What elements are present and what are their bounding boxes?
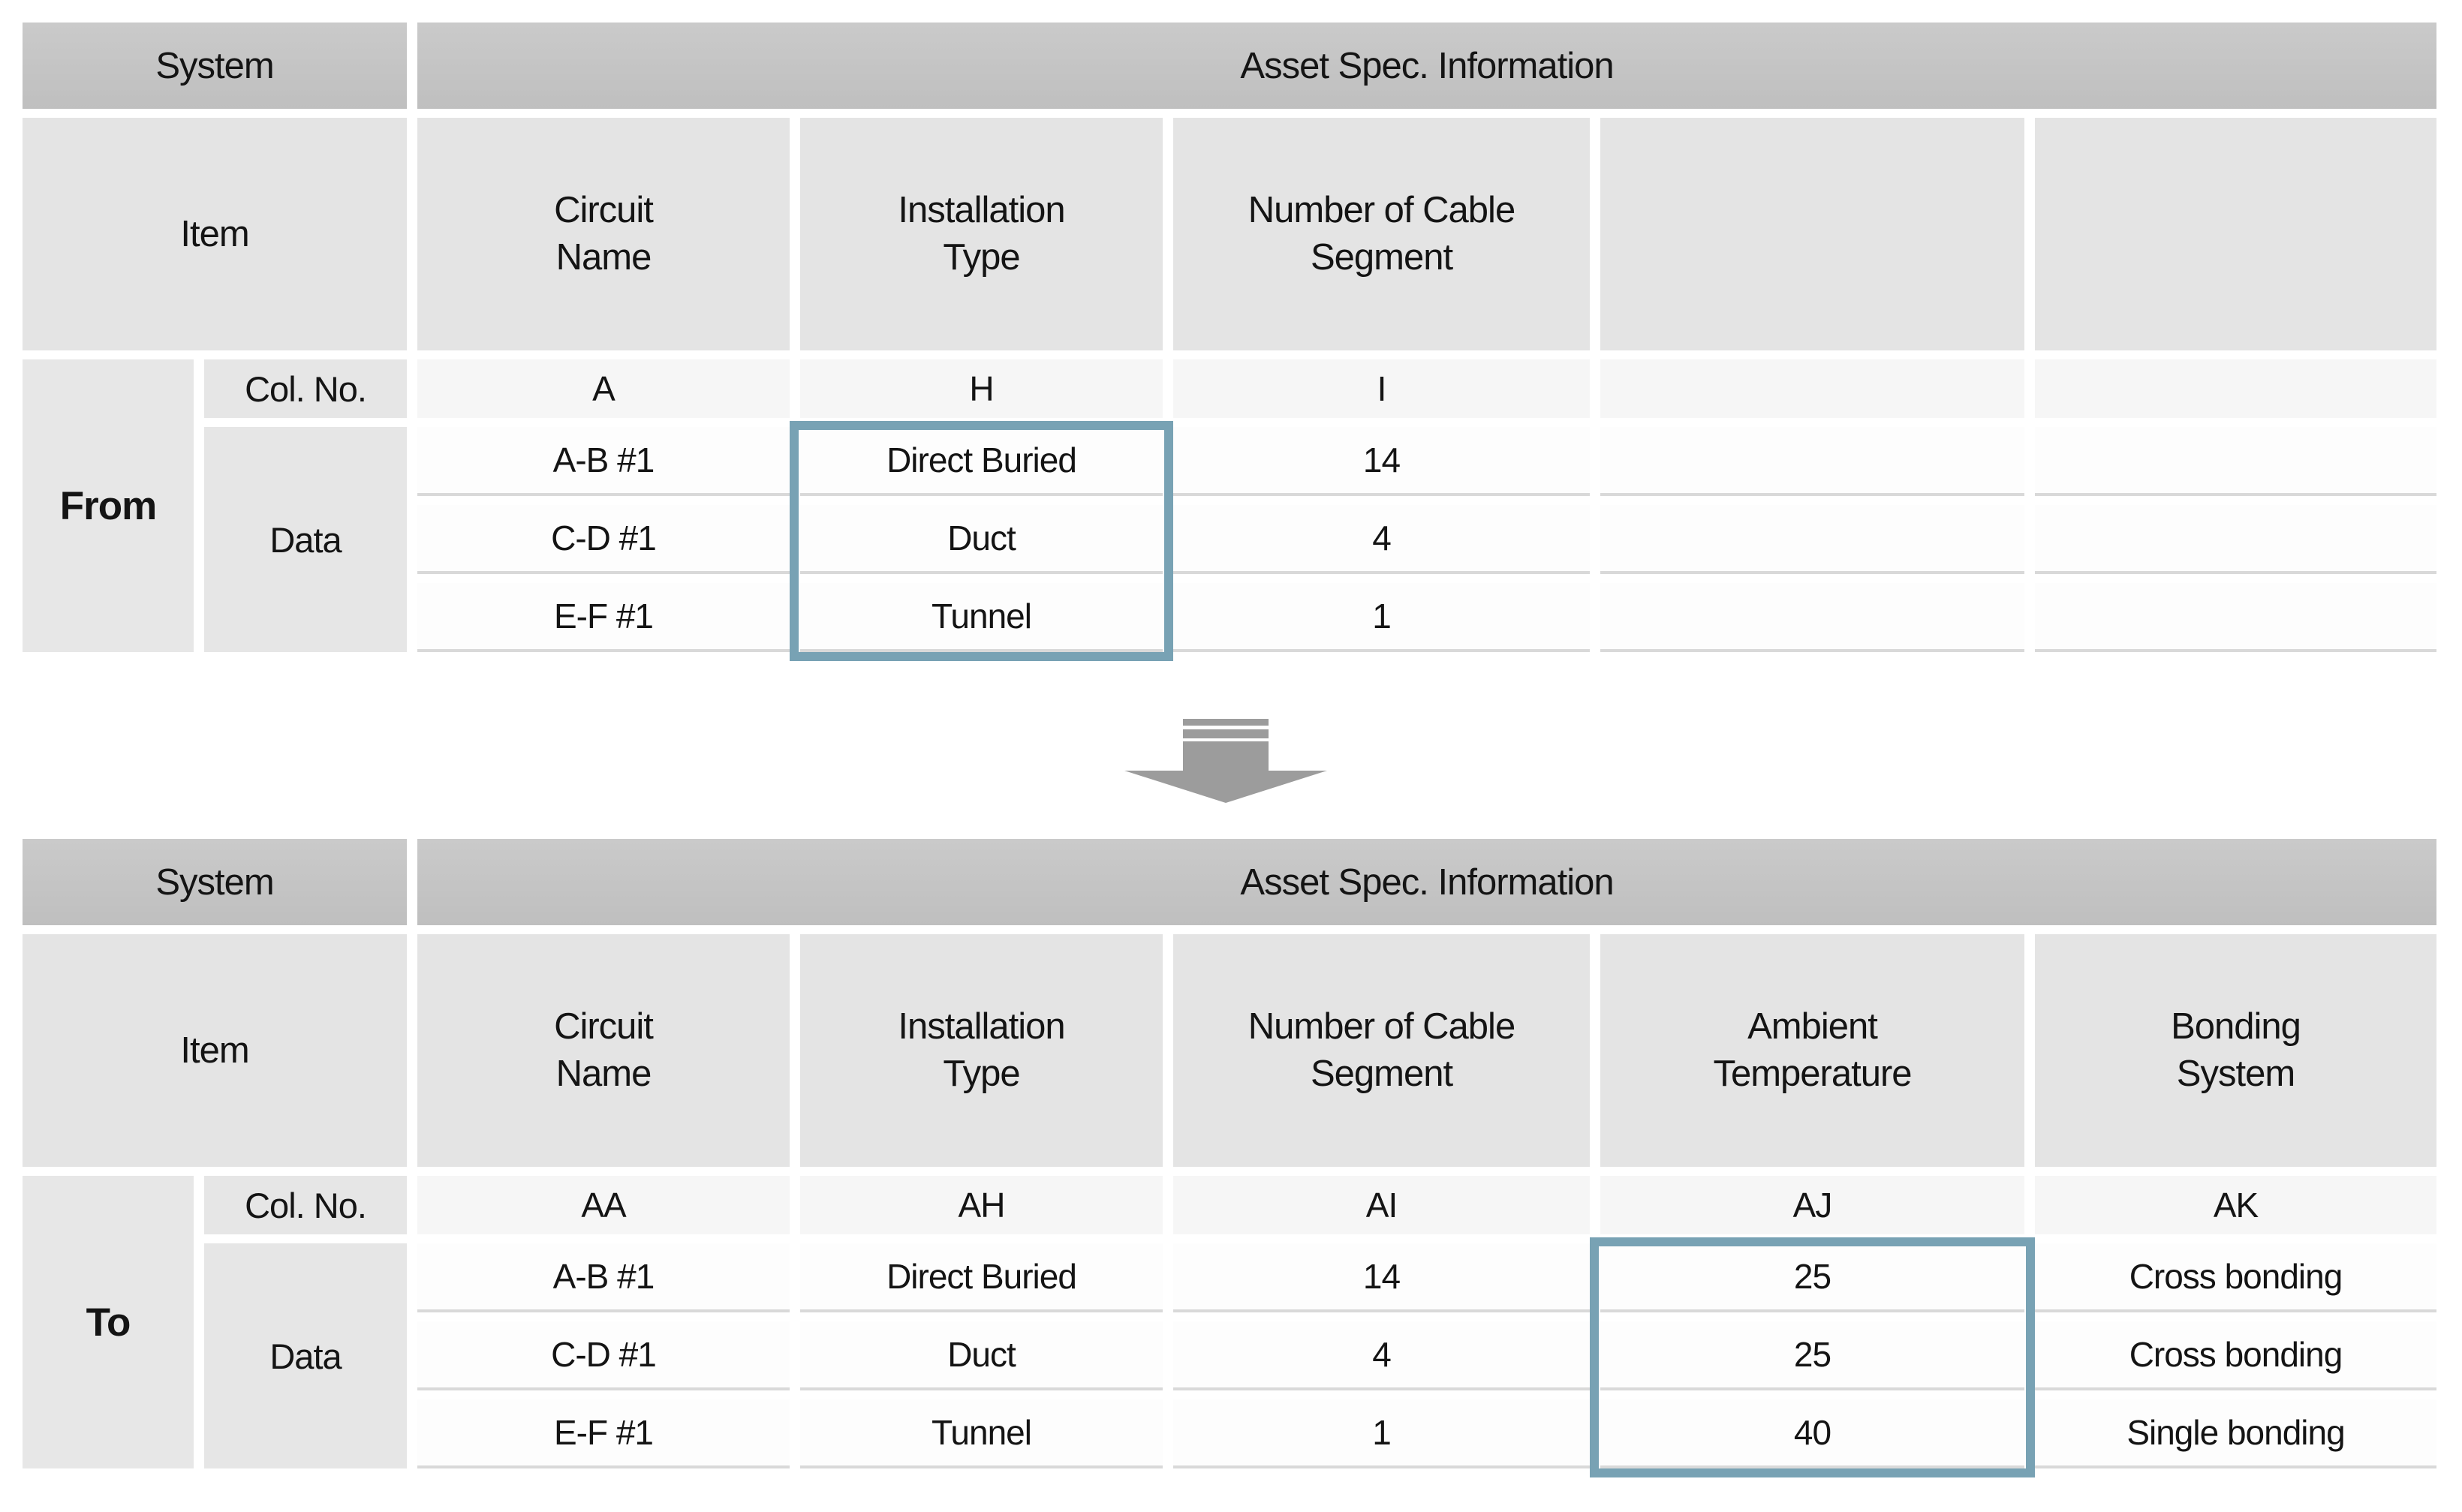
data-cell-cable-segment-row1: 14: [1173, 427, 1590, 496]
col-no-value-h: H: [800, 359, 1163, 418]
item-header: Item: [23, 934, 407, 1167]
data-cell-bonding-system-row2: Cross bonding: [2035, 1321, 2436, 1390]
data-cell-bonding-system-row3: Single bonding: [2035, 1399, 2436, 1468]
data-cell-installation-type-row1: Direct Buried: [800, 1243, 1163, 1312]
column-header-installation-type: Installation Type: [800, 934, 1163, 1167]
item-header: Item: [23, 118, 407, 350]
data-cell-installation-type-row3: Tunnel: [800, 583, 1163, 652]
asset-spec-header: Asset Spec. Information: [417, 839, 2436, 925]
data-cell-empty1-row1: [1600, 427, 2024, 496]
to-table: System Asset Spec. Information Item Circ…: [23, 839, 2436, 1477]
col-no-label: Col. No.: [204, 359, 407, 418]
data-cell-installation-type-row3: Tunnel: [800, 1399, 1163, 1468]
col-no-value-aa: AA: [417, 1176, 790, 1234]
arrow-shaft: [1183, 741, 1269, 771]
data-cell-circuit-name-row1: A-B #1: [417, 427, 790, 496]
data-cell-circuit-name-row3: E-F #1: [417, 583, 790, 652]
row-group-label-to: To: [23, 1176, 194, 1468]
column-header-ambient-temperature: Ambient Temperature: [1600, 934, 2024, 1167]
data-cell-ambient-temperature-row3: 40: [1600, 1399, 2024, 1468]
column-header-empty-2: [2035, 118, 2436, 350]
arrow-head: [1124, 771, 1327, 803]
data-cell-cable-segment-row3: 1: [1173, 583, 1590, 652]
col-no-value-aj: AJ: [1600, 1176, 2024, 1234]
data-cell-empty1-row3: [1600, 583, 2024, 652]
arrow-stripe-2: [1183, 729, 1269, 738]
data-cell-installation-type-row1: Direct Buried: [800, 427, 1163, 496]
data-cell-cable-segment-row2: 4: [1173, 1321, 1590, 1390]
col-no-value-i: I: [1173, 359, 1590, 418]
data-label: Data: [204, 427, 407, 652]
col-no-value-empty-1: [1600, 359, 2024, 418]
data-cell-empty2-row1: [2035, 427, 2436, 496]
arrow-stripe-1: [1183, 719, 1269, 726]
data-label: Data: [204, 1243, 407, 1468]
asset-spec-header: Asset Spec. Information: [417, 23, 2436, 109]
col-no-label: Col. No.: [204, 1176, 407, 1234]
column-header-circuit-name: Circuit Name: [417, 934, 790, 1167]
data-cell-installation-type-row2: Duct: [800, 505, 1163, 574]
data-cell-circuit-name-row3: E-F #1: [417, 1399, 790, 1468]
data-cell-bonding-system-row1: Cross bonding: [2035, 1243, 2436, 1312]
row-group-label-from: From: [23, 359, 194, 652]
column-header-number-of-cable-segment: Number of Cable Segment: [1173, 934, 1590, 1167]
data-cell-installation-type-row2: Duct: [800, 1321, 1163, 1390]
column-header-number-of-cable-segment: Number of Cable Segment: [1173, 118, 1590, 350]
col-no-value-ai: AI: [1173, 1176, 1590, 1234]
data-cell-cable-segment-row2: 4: [1173, 505, 1590, 574]
col-no-value-ah: AH: [800, 1176, 1163, 1234]
data-cell-cable-segment-row3: 1: [1173, 1399, 1590, 1468]
col-no-value-empty-2: [2035, 359, 2436, 418]
col-no-value-a: A: [417, 359, 790, 418]
data-cell-empty1-row2: [1600, 505, 2024, 574]
column-header-bonding-system: Bonding System: [2035, 934, 2436, 1167]
data-cell-empty2-row3: [2035, 583, 2436, 652]
column-header-installation-type: Installation Type: [800, 118, 1163, 350]
system-header: System: [23, 839, 407, 925]
data-cell-ambient-temperature-row1: 25: [1600, 1243, 2024, 1312]
data-cell-ambient-temperature-row2: 25: [1600, 1321, 2024, 1390]
data-cell-circuit-name-row2: C-D #1: [417, 1321, 790, 1390]
from-table: System Asset Spec. Information Item Circ…: [23, 23, 2436, 661]
system-header: System: [23, 23, 407, 109]
column-header-empty-1: [1600, 118, 2024, 350]
col-no-value-ak: AK: [2035, 1176, 2436, 1234]
column-header-circuit-name: Circuit Name: [417, 118, 790, 350]
data-cell-cable-segment-row1: 14: [1173, 1243, 1590, 1312]
data-cell-empty2-row2: [2035, 505, 2436, 574]
down-arrow-icon: [1124, 719, 1327, 803]
data-cell-circuit-name-row1: A-B #1: [417, 1243, 790, 1312]
data-cell-circuit-name-row2: C-D #1: [417, 505, 790, 574]
